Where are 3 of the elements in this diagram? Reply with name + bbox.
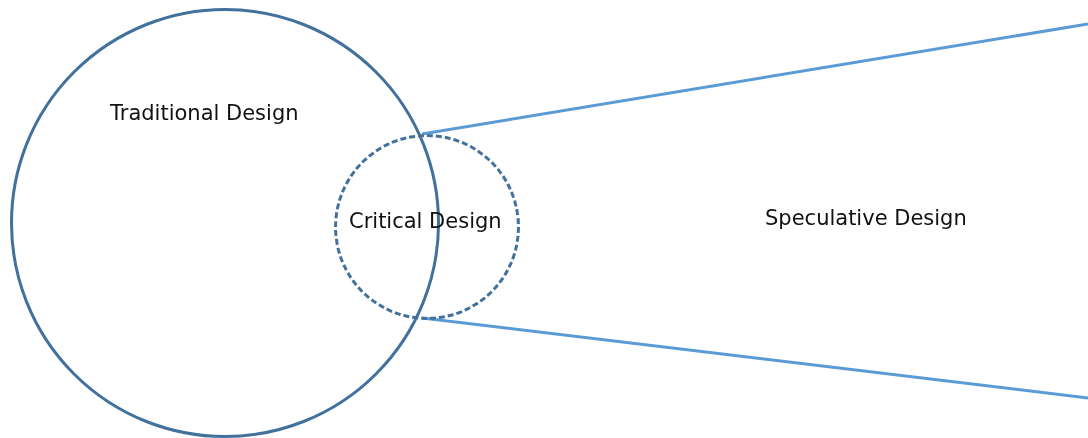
node-label: Speculative Design	[765, 206, 967, 230]
node-label: Traditional Design	[110, 101, 299, 125]
dashed-circle	[334, 134, 520, 320]
